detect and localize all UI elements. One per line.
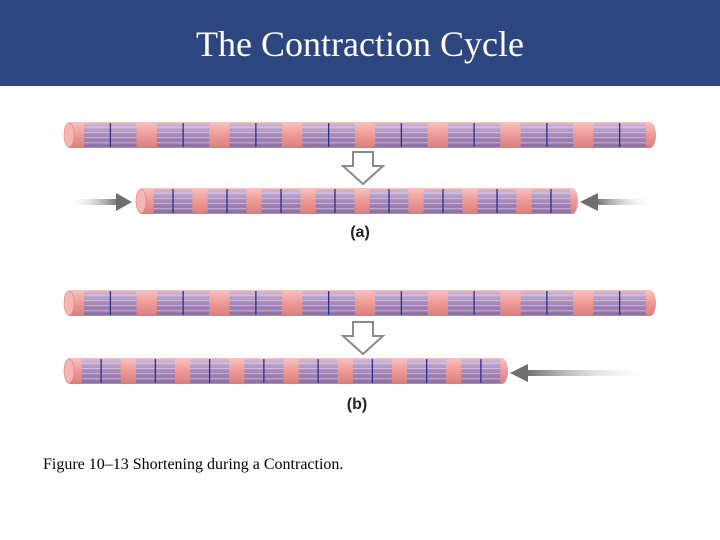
fiber-contracted-b (63, 358, 508, 384)
fiber-end (63, 290, 75, 316)
fiber-end (63, 358, 75, 384)
left-push-arrow-icon (68, 193, 132, 211)
fiber-body (136, 188, 578, 214)
down-hollow-arrow-a-icon (340, 151, 386, 186)
fiber-body (64, 290, 656, 316)
panel-label-b: (b) (347, 396, 367, 413)
fiber-body (64, 358, 508, 384)
slide-title: The Contraction Cycle (196, 24, 524, 64)
fiber-end (135, 188, 147, 214)
contraction-figure: (a) (b) (63, 122, 656, 413)
fiber-body (64, 122, 656, 148)
fiber-relaxed-a (63, 122, 656, 148)
fiber-relaxed-b (63, 290, 656, 316)
title-bar: The Contraction Cycle (0, 0, 720, 86)
right-push-arrow-b-icon (510, 364, 654, 382)
fiber-end (63, 122, 75, 148)
figure-caption: Figure 10–13 Shortening during a Contrac… (43, 456, 344, 473)
panel-label-a: (a) (350, 224, 370, 241)
fiber-contracted-a (135, 188, 578, 214)
right-push-arrow-icon (580, 193, 654, 211)
down-hollow-arrow-b-icon (340, 321, 386, 356)
